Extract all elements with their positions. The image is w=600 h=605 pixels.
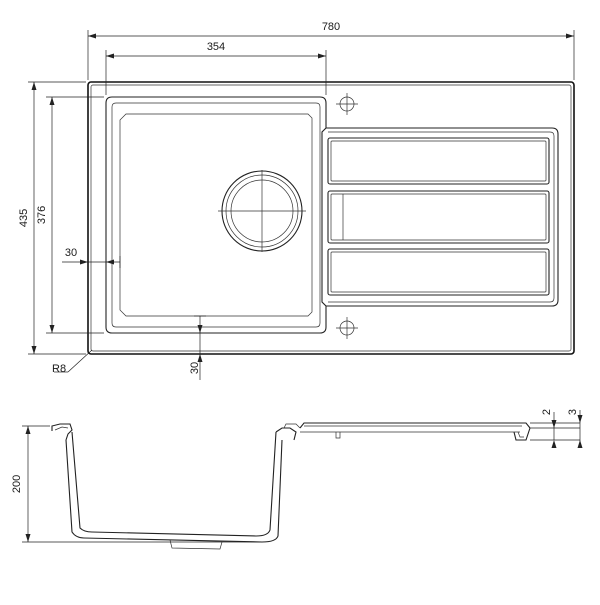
dimension-label-354: 354 [207, 41, 225, 53]
dimension-label-r8: R8 [52, 363, 66, 375]
section-right-rim [275, 427, 297, 441]
sink-outline [87, 81, 575, 355]
drainer-board [326, 127, 559, 307]
tap-hole-mark-top [336, 93, 358, 115]
section-bowl-inner [71, 431, 277, 537]
dimension-label-2: 2 [541, 409, 553, 415]
drainer-rib-2 [327, 190, 550, 244]
drainer-rib-2-inner [330, 193, 547, 241]
dimension-height: 200 [11, 425, 260, 543]
top-view: 780 354 435 376 [18, 21, 575, 380]
sink-outline-inner [90, 84, 572, 352]
dimension-rim-heights: 2 3 [530, 409, 583, 448]
dimension-label-435: 435 [18, 209, 30, 227]
drainer-rib-1-inner [330, 140, 547, 182]
section-bowl-outer [65, 439, 283, 543]
dimension-label-376: 376 [36, 206, 48, 224]
dimension-label-200: 200 [11, 475, 23, 493]
section-right-end [513, 427, 531, 441]
section-left-rim [51, 423, 73, 441]
drain [218, 170, 306, 252]
section-drainer-deck [299, 422, 531, 429]
dimension-overall-width: 780 [87, 21, 575, 80]
dimension-bowl-depth: 376 [36, 96, 104, 334]
dimension-label-30-bottom: 30 [189, 362, 201, 374]
bowl-inner-2 [119, 113, 313, 317]
dimension-bottom-margin: 30 [189, 315, 206, 380]
dimension-corner-radius: R8 [52, 349, 93, 375]
dimension-label-30-side: 30 [65, 247, 77, 259]
drainer-rib-3 [327, 248, 550, 296]
dimension-bowl-width: 354 [105, 41, 327, 95]
dimension-overall-depth: 435 [18, 81, 86, 355]
section-view: 200 2 3 [11, 409, 583, 550]
dimension-label-3: 3 [567, 409, 579, 415]
dimension-side-margin: 30 [62, 247, 121, 268]
drainer-rib-3-inner [330, 251, 547, 293]
dimension-label-780: 780 [322, 21, 340, 33]
bowl-rim [105, 96, 327, 334]
tap-hole-mark-bottom [336, 317, 358, 339]
bowl-inner-1 [111, 102, 321, 328]
drainer-rib-1 [327, 137, 550, 185]
